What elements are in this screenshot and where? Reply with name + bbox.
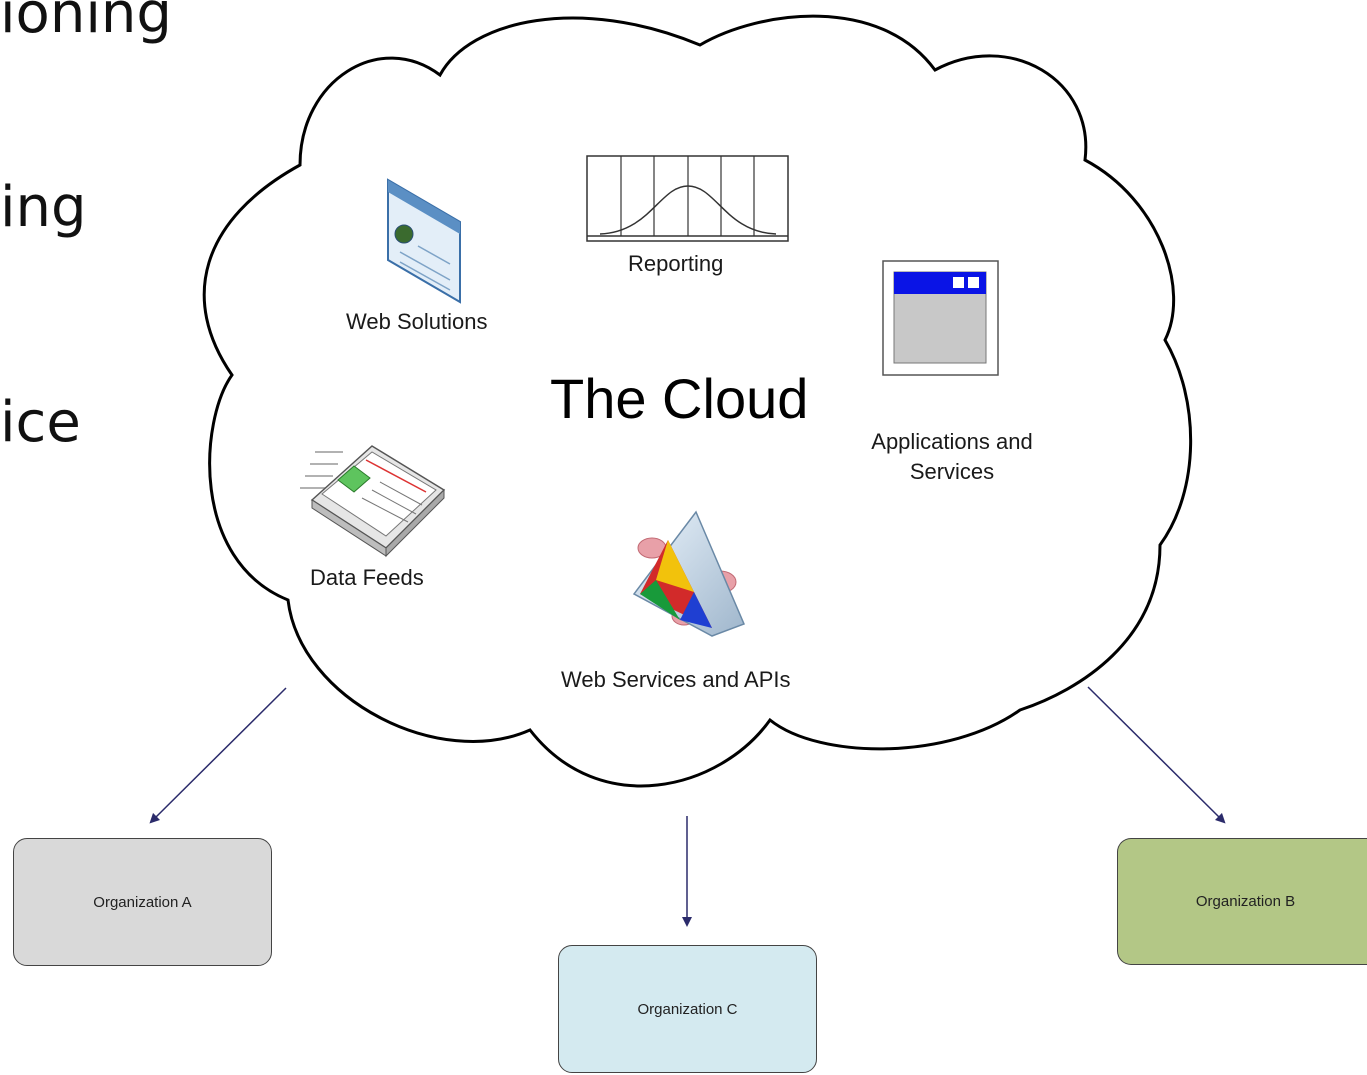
- organization-c-box: Organization C: [558, 945, 817, 1073]
- applications-label-line-2: Services: [909, 459, 995, 484]
- slide-text-fragment-2: ing: [0, 175, 87, 240]
- organization-b-label: Organization B: [1195, 893, 1296, 910]
- cloud-title: The Cloud: [550, 367, 809, 430]
- arrow-to-organization-b: [1087, 686, 1226, 824]
- web-services-label: Web Services and APIs: [561, 667, 791, 692]
- web-solutions-icon: [387, 178, 461, 304]
- organization-a-box: Organization A: [13, 838, 272, 966]
- organization-b-box: Organization B: [1117, 838, 1367, 965]
- applications-label-line-1: Applications and: [871, 429, 1033, 454]
- web-solutions-label: Web Solutions: [346, 309, 488, 334]
- reporting-label: Reporting: [628, 251, 724, 276]
- slide-text-fragment-1: ioning: [0, 0, 172, 46]
- cloud-shape: [202, 14, 1193, 788]
- reporting-icon: [586, 155, 789, 242]
- web-services-prism-icon: [632, 510, 745, 637]
- arrow-to-organization-a: [149, 687, 287, 824]
- organization-c-label: Organization C: [637, 1000, 738, 1018]
- data-feeds-label: Data Feeds: [310, 565, 424, 590]
- slide-text-fragment-3: ice: [0, 390, 81, 455]
- applications-window-icon: [882, 260, 999, 376]
- organization-a-label: Organization A: [93, 893, 192, 911]
- applications-label: Applications and Services: [864, 429, 1040, 485]
- data-feeds-icon: [300, 445, 446, 558]
